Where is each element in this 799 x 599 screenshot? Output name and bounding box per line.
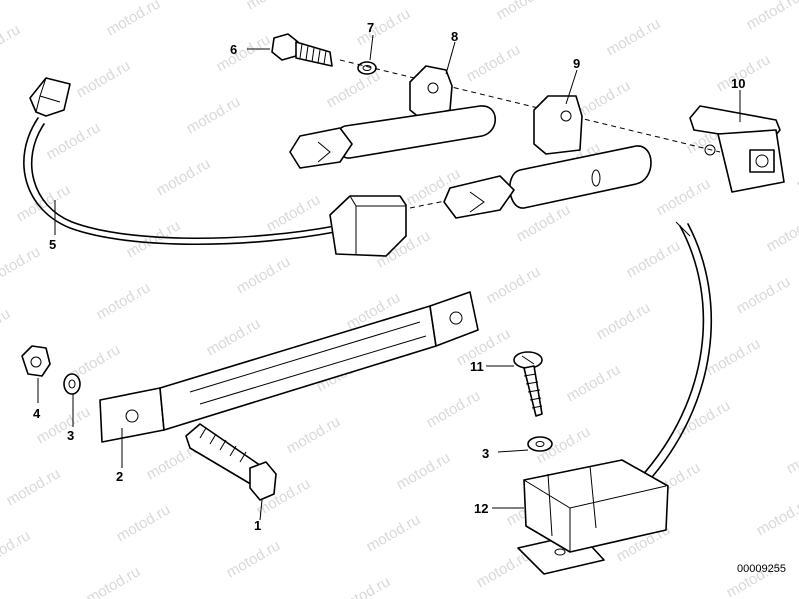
watermark-text: motod.ru (204, 315, 264, 359)
watermark-text: motod.ru (734, 273, 794, 317)
watermark-text: motod.ru (0, 527, 33, 571)
watermark-text: motod.ru (324, 67, 384, 111)
watermark-text: motod.ru (674, 397, 734, 441)
bracket-part-9 (443, 95, 652, 219)
watermark-text: motod.ru (604, 15, 664, 59)
callout-12: 12 (474, 501, 488, 516)
callout-3-upper: 3 (67, 428, 74, 443)
watermark-text: motod.ru (214, 31, 274, 75)
watermark-text: motod.ru (124, 217, 184, 261)
watermark-text: motod.ru (494, 0, 554, 23)
watermark-text: motod.ru (104, 0, 164, 39)
callout-8: 8 (451, 29, 458, 44)
callout-10: 10 (731, 76, 745, 91)
watermark-text: motod.ru (0, 305, 13, 349)
watermark-text: motod.ru (784, 433, 799, 477)
watermark-text: motod.ru (234, 253, 294, 297)
watermark-text: motod.ru (764, 211, 799, 255)
watermark-text: motod.ru (4, 465, 64, 509)
bolt-part-1 (185, 423, 277, 501)
nut-part-4 (21, 345, 51, 377)
watermark-text: motod.ru (794, 149, 799, 193)
screw-part-11 (513, 351, 543, 417)
watermark-text: motod.ru (74, 57, 134, 101)
watermark-text: motod.ru (114, 501, 174, 545)
watermark-text: motod.ru (84, 563, 144, 599)
watermark-text: motod.ru (424, 387, 484, 431)
watermark-text: motod.ru (624, 237, 684, 281)
lead-wire-part-12 (639, 221, 713, 485)
bracket-part-8 (289, 65, 496, 169)
watermark-text: motod.ru (224, 537, 284, 581)
watermark-text: motod.ru (394, 449, 454, 493)
watermark-text: motod.ru (754, 495, 799, 539)
callout-6: 6 (230, 42, 237, 57)
watermark-text: motod.ru (354, 5, 414, 49)
watermark-text: motod.ru (0, 21, 23, 65)
washer-part-3-lower (527, 436, 553, 452)
callout-9: 9 (573, 56, 580, 71)
watermark-text: motod.ru (0, 243, 43, 287)
callout-labels: 1 2 3 3 4 5 6 7 8 9 10 11 12 (33, 20, 745, 533)
bolt-part-6 (271, 33, 333, 67)
watermark-text: motod.ru (334, 573, 394, 599)
ground-strap-part-2 (99, 291, 479, 443)
callout-7: 7 (367, 20, 374, 35)
leader-lines (37, 34, 741, 521)
watermark-text: motod.ru (464, 41, 524, 85)
watermark-text: motod.ru (564, 361, 624, 405)
callout-1: 1 (254, 518, 261, 533)
washer-part-7 (357, 61, 377, 75)
washer-part-3-upper (63, 373, 81, 395)
mounting-plate-part-10 (689, 105, 785, 193)
callout-11: 11 (470, 359, 484, 374)
watermark-text: motod.ru (94, 279, 154, 323)
watermark-text: motod.ru (44, 119, 104, 163)
callout-5: 5 (49, 237, 56, 252)
watermark-text: motod.ru (364, 511, 424, 555)
callout-3-lower: 3 (482, 446, 489, 461)
watermark-text: motod.ru (704, 335, 764, 379)
module-part-12 (517, 459, 669, 575)
watermark-text: motod.ru (654, 175, 714, 219)
watermark-text: motod.ru (154, 155, 214, 199)
callout-2: 2 (116, 469, 123, 484)
watermark-text: motod.ru (744, 0, 799, 33)
wire-harness-part-5 (23, 77, 407, 257)
watermark-text: motod.ru (34, 403, 94, 447)
watermark-text: motod.ru (484, 263, 544, 307)
watermark-text: motod.ru (284, 413, 344, 457)
diagram-code: 00009255 (737, 563, 786, 575)
watermark-text: motod.ru (184, 93, 244, 137)
watermark-text: motod.ru (244, 0, 304, 13)
watermark-text: motod.ru (594, 299, 654, 343)
callout-4: 4 (33, 406, 41, 421)
watermark-text: motod.ru (0, 0, 53, 3)
